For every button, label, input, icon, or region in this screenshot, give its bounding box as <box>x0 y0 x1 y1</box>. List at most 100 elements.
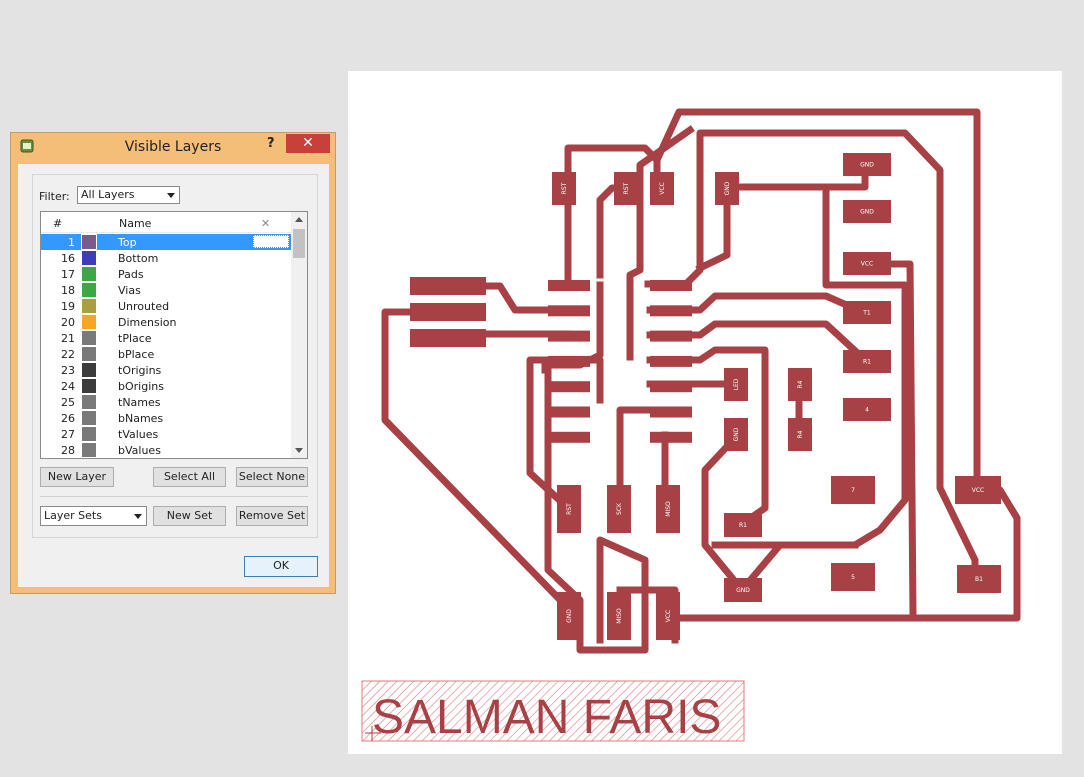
close-button[interactable]: ✕ <box>286 134 330 153</box>
filter-select[interactable]: All Layers <box>77 186 180 204</box>
smd-pad[interactable] <box>843 398 891 421</box>
smd-pad[interactable] <box>831 476 875 504</box>
smd-pad[interactable] <box>843 200 891 223</box>
smd-pad[interactable] <box>557 485 581 533</box>
smd-pad[interactable] <box>607 592 631 640</box>
column-name[interactable]: Name <box>119 217 152 230</box>
ic-pin-pad[interactable] <box>548 305 590 317</box>
layer-color-swatch[interactable] <box>81 234 97 250</box>
ic-pin-pad[interactable] <box>650 330 692 342</box>
layer-sets-select[interactable]: Layer Sets <box>40 506 147 526</box>
filter-label: Filter: <box>39 190 70 203</box>
new-set-button[interactable]: New Set <box>153 506 226 526</box>
smd-pad[interactable] <box>843 153 891 176</box>
select-none-button[interactable]: Select None <box>236 467 308 487</box>
ic-pin-pad[interactable] <box>548 330 590 342</box>
ic-pin-pad[interactable] <box>650 406 692 418</box>
smd-pad[interactable] <box>724 418 748 451</box>
smd-pad[interactable] <box>650 172 674 205</box>
scroll-thumb[interactable] <box>293 229 305 258</box>
smd-pad[interactable] <box>724 513 762 537</box>
smd-pad[interactable] <box>715 172 739 205</box>
ic-pin-pad[interactable] <box>548 406 590 418</box>
smd-pad[interactable] <box>656 485 680 533</box>
smd-pad[interactable] <box>788 418 812 451</box>
layer-color-swatch[interactable] <box>82 411 96 425</box>
connector-pad[interactable] <box>410 277 486 295</box>
ic-pin-pad[interactable] <box>650 305 692 317</box>
smd-pad[interactable] <box>607 485 631 533</box>
layer-color-swatch[interactable] <box>82 315 96 329</box>
clear-column-icon[interactable]: ✕ <box>261 217 271 230</box>
dialog-title: Visible Layers <box>124 139 222 155</box>
pad-label: VCC <box>665 610 672 622</box>
layer-color-swatch[interactable] <box>82 299 96 313</box>
ok-button[interactable]: OK <box>244 556 318 577</box>
ic-pin-pad[interactable] <box>548 355 590 367</box>
smd-pad[interactable] <box>552 172 576 205</box>
smd-pad[interactable] <box>614 172 638 205</box>
new-layer-button[interactable]: New Layer <box>40 467 114 487</box>
help-button[interactable]: ? <box>267 136 275 151</box>
smd-pad[interactable] <box>788 368 812 401</box>
pad-label: 7 <box>851 487 855 494</box>
ic-pin-pad[interactable] <box>650 381 692 393</box>
layer-color-swatch[interactable] <box>82 395 96 409</box>
ic-pin-pad[interactable] <box>650 431 692 443</box>
layer-sets-label: Layer Sets <box>44 509 102 522</box>
smd-pad[interactable] <box>843 301 891 324</box>
layer-color-swatch[interactable] <box>82 283 96 297</box>
smd-pad[interactable] <box>724 578 762 602</box>
ic-pin-pad[interactable] <box>548 431 590 443</box>
layer-color-swatch[interactable] <box>82 379 96 393</box>
layer-color-swatch[interactable] <box>82 331 96 345</box>
pad-label: VCC <box>972 487 984 494</box>
ic-pin-pad[interactable] <box>548 381 590 393</box>
smd-pad[interactable] <box>957 565 1001 593</box>
scroll-up-icon[interactable] <box>295 217 303 222</box>
connector-pad[interactable] <box>410 329 486 347</box>
smd-pad[interactable] <box>724 368 748 401</box>
layer-color-swatch[interactable] <box>82 443 96 457</box>
column-number[interactable]: # <box>53 217 63 230</box>
ic-pin-pad[interactable] <box>548 280 590 291</box>
name-text[interactable]: SALMAN FARIS <box>372 691 721 744</box>
layer-color-swatch[interactable] <box>82 347 96 361</box>
layer-color-swatch[interactable] <box>82 267 96 281</box>
ic-pin-pad[interactable] <box>650 280 692 291</box>
smd-pad[interactable] <box>557 592 581 640</box>
remove-set-button[interactable]: Remove Set <box>236 506 308 526</box>
smd-pad[interactable] <box>955 476 1001 504</box>
smd-pad[interactable] <box>843 252 891 275</box>
scroll-down-icon[interactable] <box>295 448 303 453</box>
ic-pin-pad[interactable] <box>650 355 692 367</box>
layer-number: 23 <box>61 364 75 377</box>
layer-color-swatch[interactable] <box>82 251 96 265</box>
layers-scrollbar[interactable] <box>291 212 307 458</box>
layer-color-swatch[interactable] <box>82 363 96 377</box>
smd-pad[interactable] <box>656 592 680 640</box>
layer-color-swatch[interactable] <box>82 427 96 441</box>
connector-pad[interactable] <box>410 303 486 321</box>
smd-pad[interactable] <box>843 350 891 373</box>
dialog-titlebar[interactable]: Visible Layers ? ✕ <box>11 133 335 159</box>
select-all-button[interactable]: Select All <box>153 467 226 487</box>
smd-pad[interactable] <box>831 563 875 591</box>
